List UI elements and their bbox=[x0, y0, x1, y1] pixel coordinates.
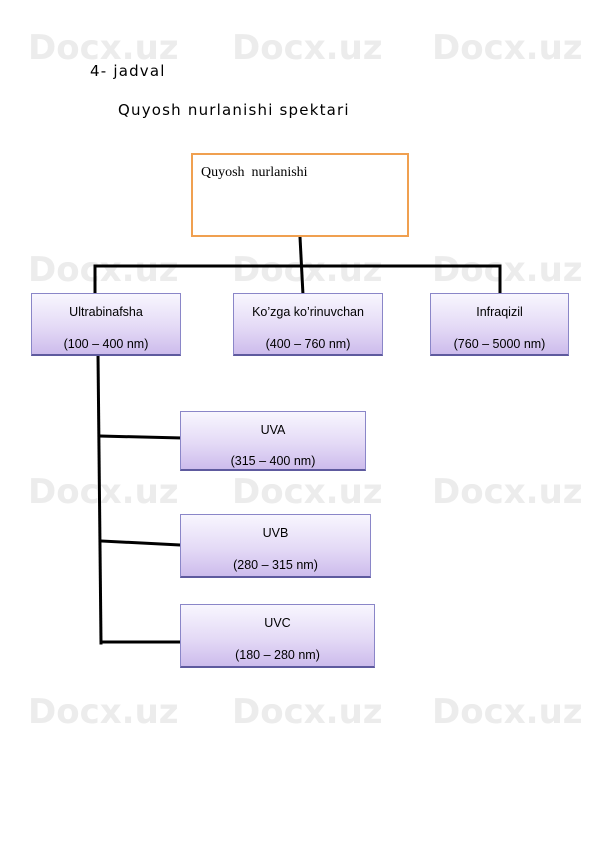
watermark: Docx.uz bbox=[432, 28, 583, 68]
watermark: Docx.uz bbox=[432, 692, 583, 732]
branch-infrared: Infraqizil (760 – 5000 nm) bbox=[430, 293, 569, 356]
subtype-name: UVA bbox=[260, 423, 286, 437]
watermark: Docx.uz bbox=[432, 250, 583, 290]
branch-ultraviolet: Ultrabinafsha (100 – 400 nm) bbox=[31, 293, 181, 356]
table-label: 4- jadval bbox=[90, 62, 166, 80]
watermark: Docx.uz bbox=[28, 250, 179, 290]
watermark: Docx.uz bbox=[28, 28, 179, 68]
watermark: Docx.uz bbox=[232, 692, 383, 732]
watermark: Docx.uz bbox=[232, 472, 383, 512]
branch-range: (400 – 760 nm) bbox=[265, 337, 351, 351]
uv-branch-a bbox=[98, 434, 183, 440]
watermark: Docx.uz bbox=[432, 472, 583, 512]
subtype-range: (280 – 315 nm) bbox=[233, 558, 318, 572]
subtype-range: (180 – 280 nm) bbox=[235, 648, 320, 662]
subtype-range: (315 – 400 nm) bbox=[230, 454, 316, 468]
root-node: Quyosh nurlanishi bbox=[191, 153, 409, 237]
watermark: Docx.uz bbox=[232, 250, 383, 290]
subtype-name: UVC bbox=[264, 616, 291, 630]
subtype-name: UVB bbox=[262, 526, 289, 540]
branch-name: Ko’zga ko’rinuvchan bbox=[252, 305, 364, 319]
branch-range: (760 – 5000 nm) bbox=[453, 337, 546, 351]
uv-subtype-uva: UVA (315 – 400 nm) bbox=[180, 411, 366, 471]
watermark: Docx.uz bbox=[28, 692, 179, 732]
uv-trunk bbox=[96, 352, 103, 645]
watermark: Docx.uz bbox=[232, 28, 383, 68]
root-label: Quyosh nurlanishi bbox=[201, 165, 308, 180]
branch-name: Infraqizil bbox=[476, 305, 523, 319]
uv-branch-b bbox=[99, 539, 183, 547]
uv-subtype-uvc: UVC (180 – 280 nm) bbox=[180, 604, 375, 668]
uv-subtype-uvb: UVB (280 – 315 nm) bbox=[180, 514, 371, 578]
watermark: Docx.uz bbox=[28, 472, 179, 512]
page-title: Quyosh nurlanishi spektari bbox=[118, 101, 350, 119]
branch-range: (100 – 400 nm) bbox=[63, 337, 149, 351]
branch-visible: Ko’zga ko’rinuvchan (400 – 760 nm) bbox=[233, 293, 383, 356]
branch-name: Ultrabinafsha bbox=[69, 305, 143, 319]
